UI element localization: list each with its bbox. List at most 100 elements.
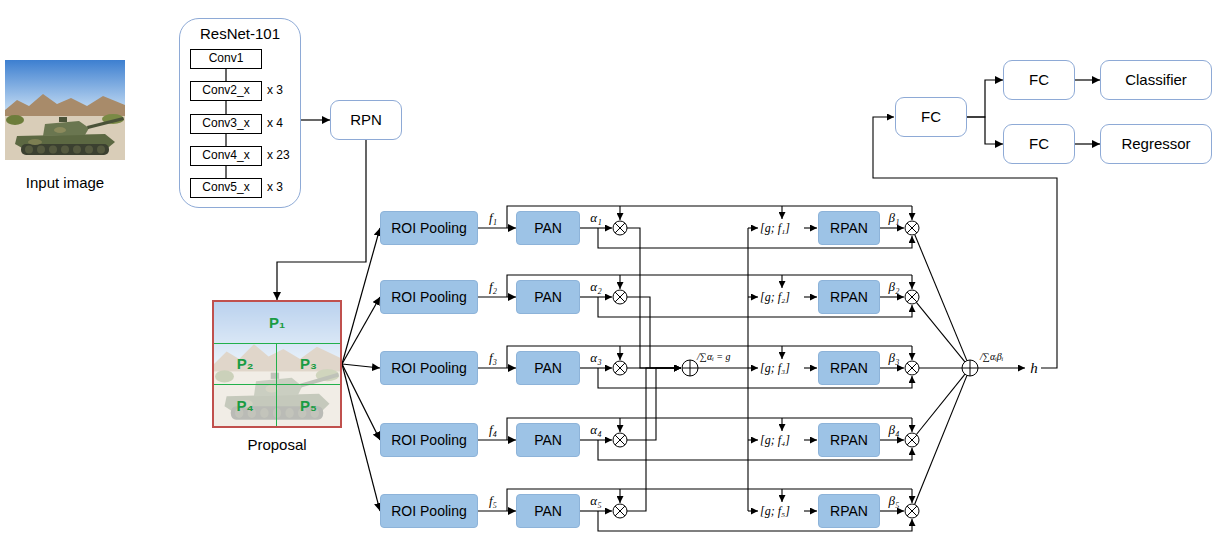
g-wire xyxy=(748,510,758,511)
multiply-symbol xyxy=(905,433,919,447)
pooling-box: ROI Pooling xyxy=(380,351,478,385)
attention-weight: β₂ xyxy=(889,280,900,293)
pooling-box: ROI Pooling xyxy=(380,423,478,457)
repeat-count: x 3 xyxy=(267,84,283,96)
attention-box: PAN xyxy=(516,351,580,385)
node-text: P₃ xyxy=(300,355,317,372)
multiply-symbol xyxy=(613,361,627,375)
node-text: P₄ xyxy=(236,397,253,414)
concat-label: [g; f₅] xyxy=(760,505,790,517)
feature-wire xyxy=(781,418,782,431)
feature-wire xyxy=(781,275,782,288)
flow-arrow xyxy=(301,119,330,120)
block-link xyxy=(225,69,226,81)
flow-arrow xyxy=(967,117,1003,144)
process-box: FC xyxy=(1003,60,1075,100)
feature-wire xyxy=(781,489,782,502)
node-text: RPAN xyxy=(830,289,868,305)
node-text: RPAN xyxy=(830,432,868,448)
g-wire xyxy=(748,367,758,368)
output-box: Classifier xyxy=(1100,60,1212,100)
concat-wire xyxy=(804,439,817,440)
feature-arrow xyxy=(478,227,516,228)
feature-wire xyxy=(911,489,912,503)
node-text: P₁ xyxy=(269,314,285,331)
attention-box: RPAN xyxy=(818,211,880,245)
weight-wire xyxy=(880,296,904,297)
attention-weight: α₃ xyxy=(590,351,601,364)
node-text: RPAN xyxy=(830,503,868,519)
weight-wire xyxy=(880,367,904,368)
feature-wire xyxy=(619,489,620,503)
part-region: P₄ xyxy=(214,385,277,426)
multiply-symbol xyxy=(905,221,919,235)
multiply-symbol xyxy=(613,433,627,447)
concat-label: [g; f₂] xyxy=(760,291,790,303)
attention-box: RPAN xyxy=(818,351,880,385)
conv-block: Conv5_x xyxy=(190,178,262,198)
multiply-symbol xyxy=(613,290,627,304)
flow-arrow xyxy=(342,364,380,511)
flow-arrow xyxy=(277,140,366,300)
sum-wire xyxy=(627,368,681,511)
part-region: P₁ xyxy=(214,302,340,344)
node-text: ROI Pooling xyxy=(391,360,466,376)
g-wire xyxy=(747,228,748,511)
multiply-symbol xyxy=(905,361,919,375)
feature-wire xyxy=(911,346,912,360)
node-text: Regressor xyxy=(1121,135,1190,152)
conv-block: Conv2_x xyxy=(190,81,262,101)
node-text: ResNet-101 xyxy=(180,25,300,42)
pooling-box: ROI Pooling xyxy=(380,494,478,528)
repeat-count: x 23 xyxy=(267,149,290,161)
attention-box: PAN xyxy=(516,280,580,314)
attention-box: PAN xyxy=(516,494,580,528)
multiply-symbol xyxy=(613,504,627,518)
g-wire xyxy=(748,296,758,297)
repeat-count: x 3 xyxy=(267,181,283,193)
pooling-box: ROI Pooling xyxy=(380,280,478,314)
attention-weight: β₃ xyxy=(889,351,900,364)
process-box: RPN xyxy=(330,100,402,140)
node-text: PAN xyxy=(534,503,562,519)
attention-weight: β₅ xyxy=(889,494,900,507)
node-text: Conv5_x xyxy=(202,181,249,195)
node-text: ROI Pooling xyxy=(391,432,466,448)
h-wire xyxy=(978,367,1025,368)
feature-arrow xyxy=(478,439,516,440)
sum-wire xyxy=(915,375,967,504)
part-region: P₃ xyxy=(277,344,340,385)
weight-wire xyxy=(580,367,612,368)
flow-arrow xyxy=(342,364,380,368)
weight-wire xyxy=(880,439,904,440)
weight-wire xyxy=(880,510,904,511)
operators xyxy=(613,221,978,518)
block-link xyxy=(225,134,226,146)
concat-wire xyxy=(804,510,817,511)
attention-box: RPAN xyxy=(818,494,880,528)
node-text: Conv1 xyxy=(209,52,244,66)
pooling-box: ROI Pooling xyxy=(380,211,478,245)
node-text: P₅ xyxy=(300,397,317,414)
node-text: FC xyxy=(921,108,941,125)
edge-label: f₄ xyxy=(489,423,497,436)
proposal-box: ProposalP₁P₂P₃P₄P₅ xyxy=(212,300,342,428)
node-text: Classifier xyxy=(1125,71,1187,88)
g-wire xyxy=(748,439,758,440)
flow-arrow xyxy=(967,80,1003,117)
attention-box: PAN xyxy=(516,211,580,245)
flow-arrow xyxy=(1075,79,1100,80)
multiply-symbol xyxy=(905,504,919,518)
sum-wire xyxy=(916,374,965,434)
g-wire xyxy=(748,227,758,228)
input-photo xyxy=(5,60,125,160)
attention-box: RPAN xyxy=(818,280,880,314)
feature-wire xyxy=(781,346,782,359)
node-text: PAN xyxy=(534,432,562,448)
sum-wire xyxy=(627,368,681,440)
node-text: ROI Pooling xyxy=(391,503,466,519)
weight-wire xyxy=(580,296,612,297)
process-box: FC xyxy=(1003,124,1075,164)
